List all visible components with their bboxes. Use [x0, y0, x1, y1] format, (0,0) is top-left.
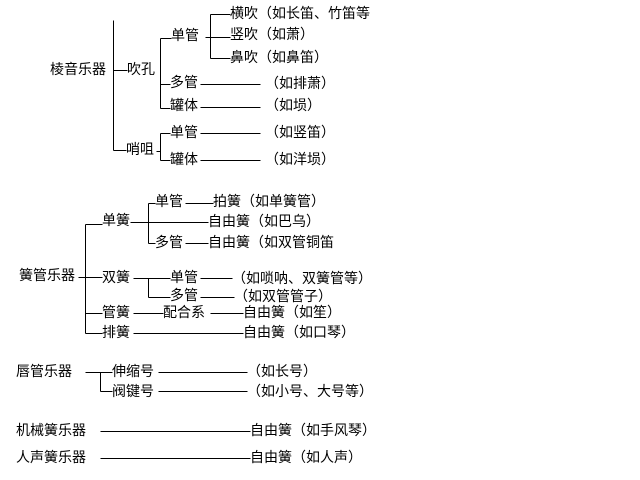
label-free-reed-double-pipe: 自由簧（如双管铜笛 [208, 235, 334, 251]
label-ocarina-example: （如洋埙） [265, 152, 335, 168]
label-nose-blow: 鼻吹（如鼻笛） [230, 50, 328, 66]
label-slide-horn: 伸缩号 [112, 364, 154, 380]
label-panpipe-example: （如排萧） [265, 76, 335, 92]
label-transverse-blow: 横吹（如长笛、竹笛等 [230, 6, 370, 22]
label-vessel-body: 罐体 [170, 98, 198, 114]
label-trombone-example: （如长号） [247, 364, 317, 380]
label-single-pipe-4: 单管 [170, 270, 198, 286]
label-single-reed: 单簧 [102, 213, 130, 229]
label-vertical-blow: 竖吹（如萧） [230, 27, 314, 43]
label-valve-horn: 阀键号 [112, 384, 154, 400]
label-single-pipe: 单管 [171, 28, 199, 44]
label-recorder-example: （如竖笛） [265, 125, 335, 141]
label-multi-pipe-2: 多管 [155, 235, 183, 251]
label-single-pipe-3: 单管 [155, 194, 183, 210]
label-mechanical-reed-instruments: 机械簧乐器 [16, 423, 86, 439]
label-trumpet-example: （如小号、大号等） [247, 384, 373, 400]
label-matching-system: 配合系 [163, 305, 205, 321]
label-single-pipe-2: 单管 [170, 125, 198, 141]
label-vocal-reed-instruments: 人声簧乐器 [16, 450, 86, 466]
label-blow-hole: 吹孔 [127, 62, 155, 78]
label-xun-example: （如埙） [265, 98, 321, 114]
label-suona-example: （如唢呐、双簧管等） [232, 271, 372, 287]
label-multi-pipe-3: 多管 [170, 288, 198, 304]
label-guanzi-example: （如双管管子） [234, 289, 332, 305]
label-free-reed-voice: 自由簧（如人声） [250, 450, 362, 466]
label-edge-tone-instruments: 棱音乐器 [50, 62, 106, 78]
label-free-reed-bawu: 自由簧（如巴乌） [208, 214, 320, 230]
label-reed-pipe-instruments: 簧管乐器 [19, 268, 75, 284]
label-beating-reed: 拍簧（如单簧管） [213, 194, 325, 210]
label-double-reed: 双簧 [102, 270, 130, 286]
label-pipe-reed: 管簧 [102, 305, 130, 321]
label-free-reed-harmonica: 自由簧（如口琴） [243, 325, 355, 341]
label-whistle-mouth: 哨咀 [126, 142, 154, 158]
label-free-reed-sheng: 自由簧（如笙） [243, 305, 341, 321]
label-row-reed: 排簧 [102, 325, 130, 341]
label-free-reed-accordion: 自由簧（如手风琴） [250, 423, 376, 439]
label-multi-pipe: 多管 [170, 75, 198, 91]
label-vessel-body-2: 罐体 [170, 152, 198, 168]
label-lip-pipe-instruments: 唇管乐器 [16, 364, 72, 380]
